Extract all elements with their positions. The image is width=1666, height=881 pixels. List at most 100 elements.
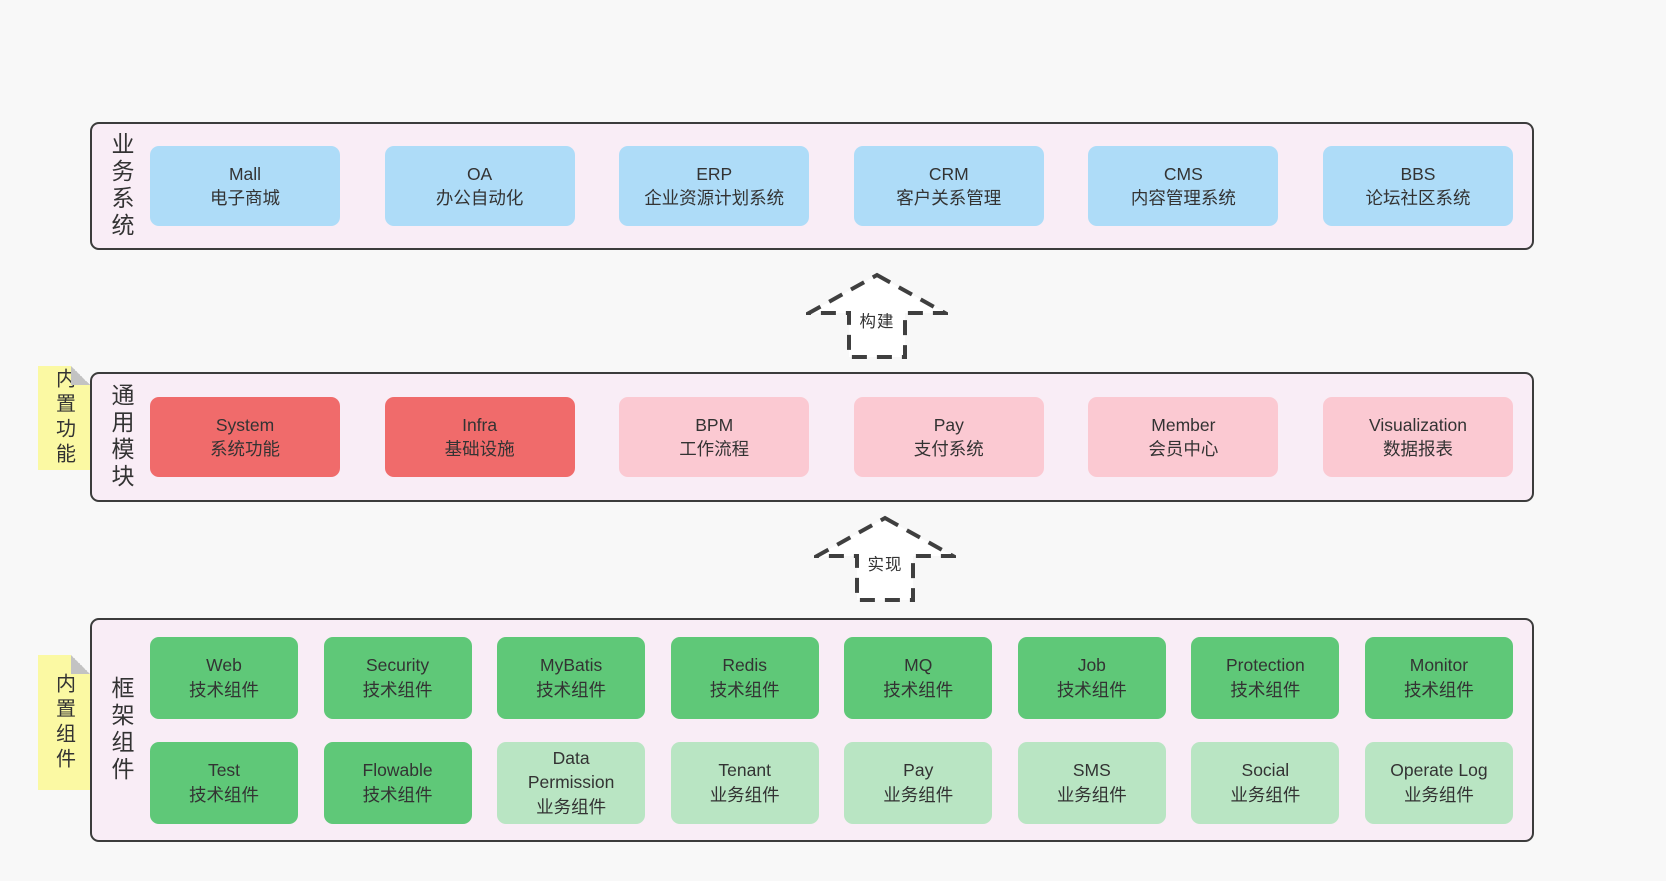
- panel-business-systems: 业务系统 Mall 电子商城 OA 办公自动化 ERP 企业资源计划系统 CRM…: [90, 122, 1534, 250]
- up-arrow-build-icon: 构建: [806, 272, 948, 360]
- node-desc: 技术组件: [362, 679, 433, 700]
- node-tenant: Tenant 业务组件: [670, 741, 819, 824]
- node-name: Visualization: [1369, 414, 1467, 435]
- node-desc: 技术组件: [883, 679, 954, 700]
- node-name: Web: [206, 655, 242, 676]
- node-visualization: Visualization 数据报表: [1322, 397, 1513, 477]
- node-bpm: BPM 工作流程: [619, 397, 810, 477]
- node-web: Web 技术组件: [150, 636, 298, 719]
- node-desc: 技术组件: [1230, 679, 1301, 700]
- arrow-label-build: 构建: [856, 308, 898, 333]
- node-name: SMS: [1072, 760, 1111, 781]
- node-name: Mall: [228, 163, 262, 184]
- node-desc: 系统功能: [210, 439, 280, 459]
- node-desc: 业务组件: [536, 796, 607, 817]
- node-monitor: Monitor 技术组件: [1364, 636, 1513, 719]
- node-desc: 会员中心: [1148, 439, 1219, 459]
- node-name: MyBatis: [540, 655, 603, 676]
- node-name: Social: [1241, 760, 1290, 781]
- node-name: OA: [466, 163, 493, 184]
- node-social: Social 业务组件: [1191, 741, 1340, 824]
- node-desc: 论坛社区系统: [1365, 188, 1471, 208]
- node-name: Data Permission: [527, 748, 615, 793]
- node-flowable: Flowable 技术组件: [323, 741, 472, 824]
- node-pay-business: Pay 业务组件: [844, 741, 993, 824]
- node-name: Pay: [933, 414, 964, 435]
- node-desc: 技术组件: [189, 784, 259, 805]
- node-name: Infra: [462, 414, 498, 435]
- node-name: Security: [365, 655, 430, 676]
- node-name: BBS: [1400, 163, 1436, 184]
- node-infra: Infra 基础设施: [384, 397, 575, 477]
- node-desc: 技术组件: [362, 784, 433, 805]
- node-desc: 企业资源计划系统: [644, 188, 785, 208]
- node-name: ERP: [696, 163, 733, 184]
- up-arrow-implement-icon: 实现: [814, 515, 956, 603]
- node-mq: MQ 技术组件: [844, 636, 993, 719]
- node-name: Operate Log: [1390, 760, 1488, 781]
- node-desc: 业务组件: [1230, 784, 1301, 805]
- node-erp: ERP 企业资源计划系统: [619, 146, 810, 226]
- node-name: Member: [1151, 414, 1216, 435]
- node-name: Flowable: [362, 760, 433, 781]
- node-name: MQ: [904, 655, 933, 676]
- node-desc: 业务组件: [709, 784, 780, 805]
- node-data-permission: Data Permission 业务组件: [497, 741, 646, 824]
- panel-title: 框架组件: [108, 676, 134, 784]
- framework-row-1: Web 技术组件 Security 技术组件 MyBatis 技术组件 Redi…: [150, 636, 1513, 719]
- node-desc: 工作流程: [679, 439, 750, 459]
- node-name: Redis: [722, 655, 768, 676]
- node-mybatis: MyBatis 技术组件: [497, 636, 646, 719]
- node-desc: 技术组件: [1056, 679, 1127, 700]
- node-name: Pay: [903, 760, 934, 781]
- node-system: System 系统功能: [150, 397, 340, 477]
- node-name: BPM: [695, 414, 734, 435]
- node-desc: 业务组件: [1056, 784, 1127, 805]
- node-oa: OA 办公自动化: [384, 146, 575, 226]
- node-job: Job 技术组件: [1017, 636, 1166, 719]
- node-pay: Pay 支付系统: [853, 397, 1044, 477]
- node-name: Job: [1077, 655, 1106, 676]
- node-name: Tenant: [718, 760, 771, 781]
- node-desc: 支付系统: [913, 439, 984, 459]
- business-node-row: Mall 电子商城 OA 办公自动化 ERP 企业资源计划系统 CRM 客户关系…: [150, 124, 1532, 248]
- module-node-row: System 系统功能 Infra 基础设施 BPM 工作流程 Pay 支付系统…: [150, 374, 1532, 500]
- framework-node-rows: Web 技术组件 Security 技术组件 MyBatis 技术组件 Redi…: [150, 620, 1532, 840]
- node-sms: SMS 业务组件: [1017, 741, 1166, 824]
- folded-corner-icon: [71, 655, 90, 674]
- node-desc: 电子商城: [210, 188, 280, 208]
- node-desc: 业务组件: [1403, 784, 1474, 805]
- arrow-label-implement: 实现: [864, 551, 906, 576]
- node-desc: 办公自动化: [435, 188, 524, 208]
- node-desc: 数据报表: [1382, 439, 1453, 459]
- sticky-note-built-in-components: 内置组件: [38, 655, 90, 790]
- node-crm: CRM 客户关系管理: [853, 146, 1044, 226]
- node-name: Test: [207, 760, 241, 781]
- panel-framework-components: 框架组件 Web 技术组件 Security 技术组件 MyBatis 技术组件…: [90, 618, 1534, 842]
- node-security: Security 技术组件: [323, 636, 472, 719]
- node-name: System: [215, 414, 275, 435]
- node-test: Test 技术组件: [150, 741, 298, 824]
- node-protection: Protection 技术组件: [1191, 636, 1340, 719]
- node-desc: 技术组件: [709, 679, 780, 700]
- node-desc: 内容管理系统: [1130, 188, 1236, 208]
- node-desc: 技术组件: [189, 679, 259, 700]
- node-bbs: BBS 论坛社区系统: [1322, 146, 1513, 226]
- node-desc: 基础设施: [444, 439, 515, 459]
- sticky-note-label: 内置功能: [52, 368, 75, 468]
- node-name: Monitor: [1409, 655, 1469, 676]
- sticky-note-label: 内置组件: [52, 672, 75, 773]
- panel-common-modules: 通用模块 System 系统功能 Infra 基础设施 BPM 工作流程 Pay…: [90, 372, 1534, 502]
- node-name: CRM: [928, 163, 969, 184]
- node-operate-log: Operate Log 业务组件: [1364, 741, 1513, 824]
- folded-corner-icon: [71, 366, 90, 385]
- panel-title: 业务系统: [108, 132, 134, 240]
- framework-row-2: Test 技术组件 Flowable 技术组件 Data Permission …: [150, 741, 1513, 824]
- node-name: CMS: [1163, 163, 1203, 184]
- node-desc: 业务组件: [883, 784, 954, 805]
- panel-title: 通用模块: [108, 383, 134, 491]
- sticky-note-built-in-features: 内置功能: [38, 366, 90, 470]
- node-redis: Redis 技术组件: [670, 636, 819, 719]
- node-name: Protection: [1225, 655, 1305, 676]
